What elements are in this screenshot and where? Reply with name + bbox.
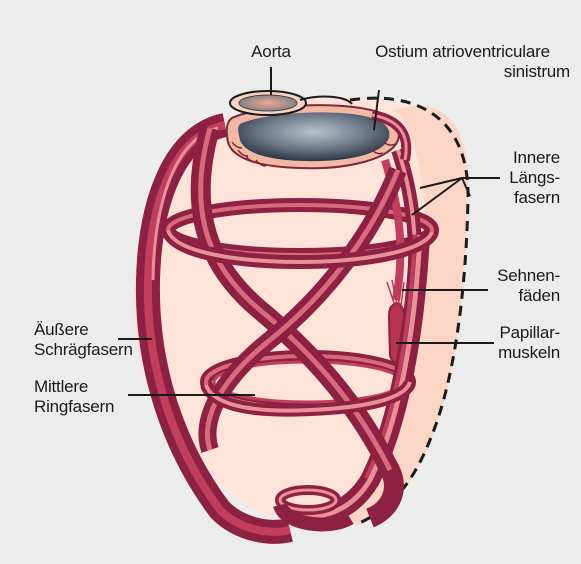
label-sehnenfaeden: Sehnen- fäden xyxy=(480,266,560,306)
label-aeussere-schraegfasern: Äußere Schrägfasern xyxy=(34,320,144,360)
label-aorta: Aorta xyxy=(240,42,302,62)
label-aeussere-line2: Schrägfasern xyxy=(34,340,144,360)
label-ostium-line1: Ostium atrioventriculare xyxy=(355,42,570,62)
label-sehnen-line2: fäden xyxy=(480,286,560,306)
label-innere-line2: Längs- xyxy=(490,168,560,188)
label-papillarmuskeln: Papillar- muskeln xyxy=(480,323,560,363)
label-sehnen-line1: Sehnen- xyxy=(480,266,560,286)
label-mittlere-ringfasern: Mittlere Ringfasern xyxy=(34,377,134,417)
label-innere-line3: fasern xyxy=(490,188,560,208)
label-papillar-line2: muskeln xyxy=(480,343,560,363)
ostium-opening xyxy=(238,112,389,161)
label-mittlere-line1: Mittlere xyxy=(34,377,134,397)
label-innere-laengsfasern: Innere Längs- fasern xyxy=(490,148,560,208)
label-aeussere-line1: Äußere xyxy=(34,320,144,340)
label-papillar-line1: Papillar- xyxy=(480,323,560,343)
label-ostium: Ostium atrioventriculare sinistrum xyxy=(355,42,570,82)
label-innere-line1: Innere xyxy=(490,148,560,168)
label-mittlere-line2: Ringfasern xyxy=(34,397,134,417)
label-ostium-line2: sinistrum xyxy=(355,62,570,82)
